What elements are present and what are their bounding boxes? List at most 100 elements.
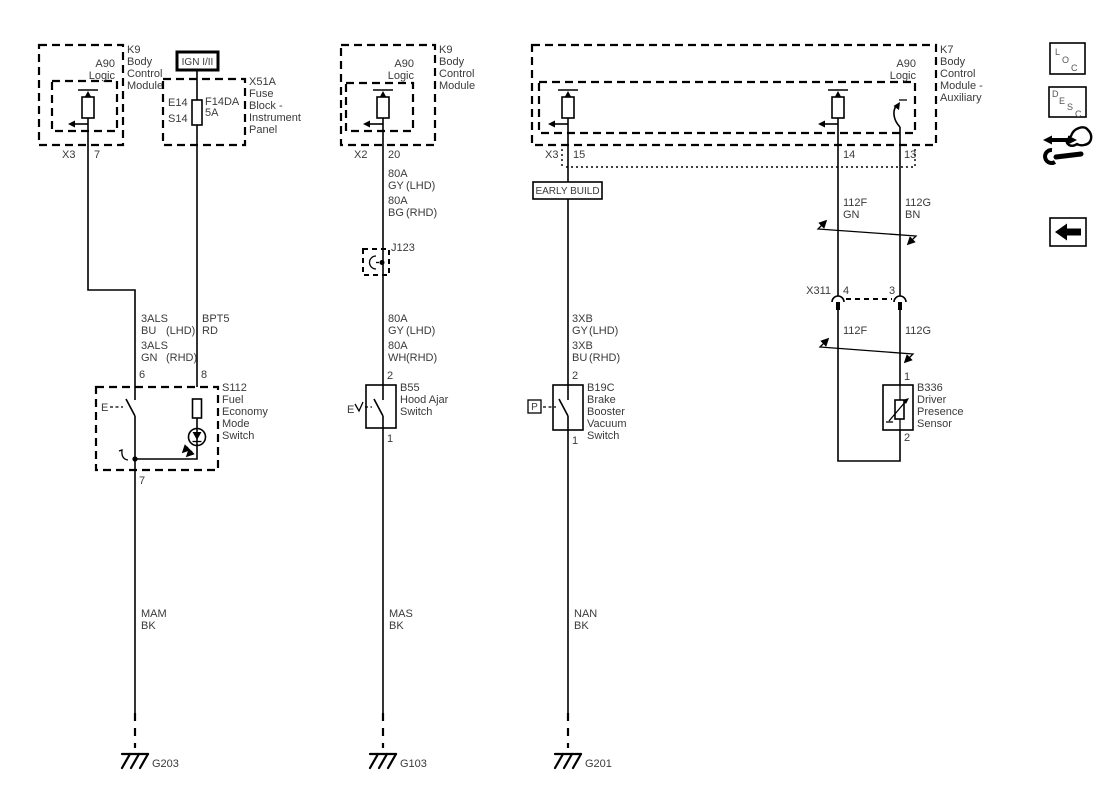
component-name: B19C: [587, 382, 615, 394]
connector-tools-icon[interactable]: [1043, 126, 1093, 165]
svg-text:(RHD): (RHD): [406, 207, 437, 219]
fuse-terminal-top: E14: [168, 97, 188, 109]
inline-connector-j123: J123: [362, 242, 415, 276]
pin-number: 7: [139, 475, 145, 487]
fuse-id: F14DA: [205, 96, 240, 108]
svg-text:GN: GN: [141, 352, 158, 364]
svg-text:BG: BG: [388, 207, 404, 219]
back-button[interactable]: [1049, 217, 1087, 247]
svg-text:O: O: [1062, 55, 1069, 65]
pin-number: 20: [388, 149, 400, 161]
wire-label-80a-upper: 80A GY (LHD) 80A BG (RHD): [388, 168, 437, 219]
svg-text:3XB: 3XB: [572, 340, 593, 352]
wire-label-3xb: 3XB GY (LHD) 3XB BU (RHD): [572, 313, 620, 364]
svg-text:Driver: Driver: [917, 394, 947, 406]
wire-label-112f: 112F GN: [843, 197, 868, 221]
svg-text:Sensor: Sensor: [917, 418, 952, 430]
svg-text:(RHD): (RHD): [589, 352, 620, 364]
svg-text:80A: 80A: [388, 340, 408, 352]
component-box: [882, 384, 914, 431]
socket-symbol: [831, 295, 845, 303]
svg-text:GY: GY: [572, 325, 589, 337]
pin-number: 8: [201, 369, 207, 381]
desc-button-box[interactable]: [1048, 86, 1087, 118]
svg-text:Brake: Brake: [587, 394, 616, 406]
pressure-actuator-box: [527, 399, 542, 414]
svg-text:Body: Body: [940, 56, 966, 68]
svg-text:NAN: NAN: [574, 608, 597, 620]
fuse-terminal-bottom: S14: [168, 113, 188, 125]
svg-text:Module: Module: [127, 80, 163, 92]
module-box: [339, 43, 437, 147]
actuator-spring: [354, 401, 364, 413]
svg-text:80A: 80A: [388, 195, 408, 207]
connector-outline: [1065, 126, 1093, 147]
svg-text:3ALS: 3ALS: [141, 313, 168, 325]
wire-label-3als: 3ALS BU (LHD) 3ALS GN (RHD): [141, 313, 197, 364]
svg-text:GN: GN: [843, 209, 860, 221]
svg-text:Economy: Economy: [222, 406, 268, 418]
back-button-box[interactable]: [1049, 217, 1087, 247]
svg-text:80A: 80A: [388, 313, 408, 325]
svg-text:Module: Module: [439, 80, 475, 92]
wrench-handle: [1053, 151, 1084, 160]
actuator-label: E: [101, 402, 108, 414]
logic-label: A90: [896, 58, 916, 70]
ground-right: NAN BK G201: [553, 608, 612, 770]
svg-text:(LHD): (LHD): [406, 180, 435, 192]
pin-number: 1: [904, 371, 910, 383]
switch-blade: [558, 398, 569, 417]
driver-output-symbol: [818, 89, 848, 128]
ground-mid: MAS BK G103: [368, 608, 427, 770]
pin-number: 2: [387, 370, 393, 382]
module-k7-aux: A90 Logic K7 Body Control Module - Auxil…: [530, 43, 983, 168]
svg-text:Control: Control: [127, 68, 162, 80]
connector-row-x3: X3 15 14 13: [545, 149, 916, 168]
svg-text:Logic: Logic: [890, 70, 917, 82]
switch-blade: [125, 398, 136, 417]
svg-text:5A: 5A: [205, 107, 219, 119]
wire-label-bpt5: BPT5 RD: [202, 313, 230, 337]
svg-text:EARLY BUILD: EARLY BUILD: [535, 186, 599, 197]
svg-text:Auxiliary: Auxiliary: [940, 92, 982, 104]
connector-box: [362, 248, 390, 276]
svg-text:C: C: [1071, 63, 1078, 73]
loc-button-box[interactable]: [1049, 42, 1086, 75]
svg-text:Hood Ajar: Hood Ajar: [400, 394, 449, 406]
svg-text:GY: GY: [388, 325, 405, 337]
pin-number: 3: [889, 285, 895, 297]
component-box: [94, 385, 220, 472]
component-b55-hood-ajar-switch: 2 E 1 B55 Hood Ajar Switch: [347, 370, 449, 713]
module-box: [530, 43, 938, 147]
component-b336-driver-presence-sensor: 1 2 B336 Driver Presence Sensor: [882, 371, 963, 444]
pin-number: 13: [904, 149, 916, 161]
connector-label: X3: [62, 149, 75, 161]
ground-id: G201: [585, 758, 612, 770]
svg-text:S: S: [1067, 102, 1073, 112]
latch-hook: [118, 449, 129, 461]
pin-number: 1: [387, 433, 393, 445]
component-name: S112: [222, 382, 247, 394]
loc-button[interactable]: L O C: [1049, 42, 1086, 75]
svg-text:3XB: 3XB: [572, 313, 593, 325]
svg-text:GY: GY: [388, 180, 405, 192]
socket-symbol: [893, 295, 907, 303]
logic-label: A90: [95, 58, 115, 70]
back-arrow-icon: [1055, 223, 1081, 241]
svg-text:Fuel: Fuel: [222, 394, 243, 406]
pin-number: 14: [843, 149, 855, 161]
twisted-pair-symbol: [816, 219, 918, 246]
svg-text:(LHD): (LHD): [406, 325, 435, 337]
desc-button[interactable]: D E S C: [1048, 86, 1087, 119]
inline-connector-x311: X311 4 3: [806, 285, 907, 310]
svg-text:Block -: Block -: [249, 100, 283, 112]
ground-id: G103: [400, 758, 427, 770]
module-k9-left: A90 Logic K9 Body Control Module X3 7: [37, 43, 163, 161]
component-name: B336: [917, 382, 943, 394]
twisted-pair-symbol: [818, 337, 915, 364]
svg-text:(RHD): (RHD): [406, 352, 437, 364]
logic-label: A90: [394, 58, 414, 70]
module-name: K7: [940, 44, 953, 56]
svg-text:E: E: [1059, 96, 1065, 106]
connector-id: J123: [391, 242, 415, 254]
